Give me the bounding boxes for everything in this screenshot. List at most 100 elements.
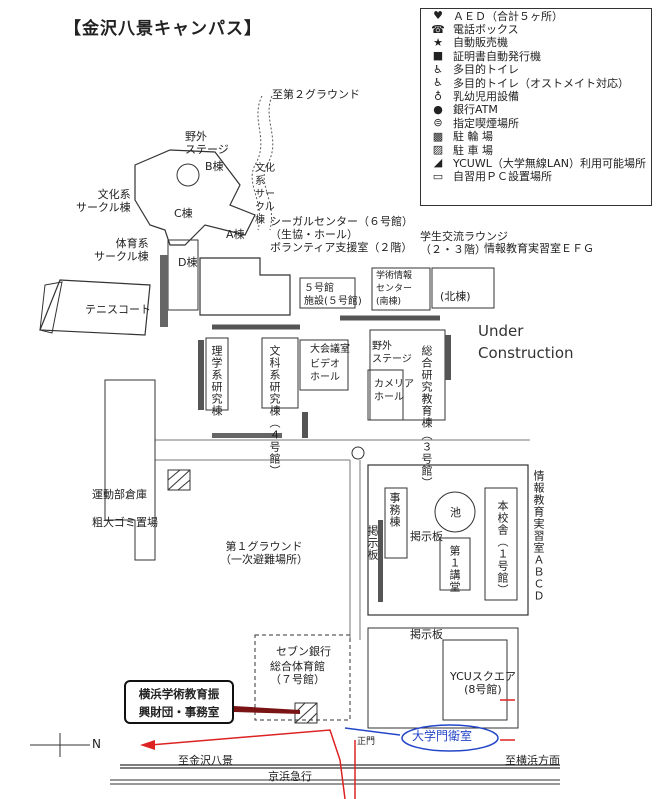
bldg5-label: ５号館 施設(５号館) bbox=[304, 283, 362, 307]
to-yokohama-label: 至横浜方面 bbox=[505, 754, 560, 767]
legend-label: 指定喫煙場所 bbox=[453, 116, 519, 130]
science-lab-label: 理学系研究棟 bbox=[210, 345, 223, 417]
legend-label: 証明書自動発行機 bbox=[453, 49, 541, 63]
ycu-square-label: YCUスクエア (8号館) bbox=[450, 670, 516, 696]
trail-path bbox=[251, 95, 263, 231]
legend-row: ★ 自動販売機 bbox=[421, 35, 651, 50]
legend-row: ▩駐 輪 場 bbox=[421, 130, 651, 144]
outdoor-stage-label: 野外 ステージ bbox=[372, 341, 412, 365]
main-building-block bbox=[367, 464, 529, 616]
legend-label: 自習用ＰＣ設置場所 bbox=[453, 170, 552, 184]
to-kanazawa-label: 至金沢八景 bbox=[178, 754, 233, 767]
north-arrow-label: N bbox=[92, 737, 101, 751]
legend-row: ◢YCUWL（大学無線LAN）利用可能場所 bbox=[421, 156, 651, 170]
stage-label: 野外 ステージ bbox=[185, 130, 229, 156]
legend-row: ♿多目的トイレ bbox=[421, 63, 651, 77]
notice-board3-label: 掲示板 bbox=[410, 628, 443, 641]
smoking-area-icon: ⊜ bbox=[433, 116, 443, 130]
info-lab-efg-label: 情報教育実習室ＥＦＧ bbox=[484, 242, 594, 255]
legend-label: YCUWL（大学無線LAN）利用可能場所 bbox=[453, 157, 646, 170]
vending-machine-icon: ★ bbox=[433, 35, 443, 49]
to-ground2-label: 至第２グラウンド bbox=[272, 88, 360, 101]
legend-row: ● 銀行ATM bbox=[421, 102, 651, 117]
info-center-label: 学術情報 センター (南棟) bbox=[376, 271, 413, 307]
keikyu-label: 京浜急行 bbox=[268, 770, 312, 783]
legend-row: ♿ 多目的トイレ（オストメイト対応） bbox=[421, 76, 651, 90]
legend-row: ☎ 電話ボックス bbox=[421, 22, 651, 37]
main-gate-label: 正門 bbox=[357, 737, 376, 747]
pc-room-icon: ▭ bbox=[432, 169, 444, 183]
upper-complex bbox=[134, 149, 256, 246]
route-arrow-right bbox=[500, 699, 515, 741]
t-marker bbox=[351, 446, 365, 460]
legend-label: 多目的トイレ bbox=[453, 63, 519, 77]
a-building-label: A棟 bbox=[226, 228, 245, 241]
d-building-label: D棟 bbox=[178, 256, 198, 269]
b-building-label: B棟 bbox=[205, 160, 224, 173]
legend-label: 自動販売機 bbox=[453, 36, 508, 50]
info-center-south bbox=[371, 267, 431, 311]
legend: ♥ＡＥＤ（合計５ヶ所）☎電話ボックス★自動販売機■証明書自動発行機♿多目的トイレ… bbox=[420, 8, 652, 206]
trail-path-2 bbox=[263, 95, 274, 231]
handwritten-gatehouse-label: 大学門衛室 bbox=[412, 729, 473, 743]
info-center-north bbox=[431, 267, 495, 309]
humanities-lab-building bbox=[261, 337, 299, 409]
seven-bank-label: セブン銀行 bbox=[276, 645, 331, 658]
baby-room-icon: ♁ bbox=[433, 89, 443, 103]
culture-circle2-label: 文化 系 サー クル 棟 bbox=[255, 163, 275, 226]
legend-row: ♁ 乳幼児用設備 bbox=[421, 89, 651, 104]
pond-label: 池 bbox=[450, 506, 461, 519]
phone-booth-icon: ☎ bbox=[431, 22, 445, 36]
legend-label: 銀行ATM bbox=[453, 103, 498, 117]
legend-label: ＡＥＤ（合計５ヶ所） bbox=[453, 9, 563, 23]
route-arrow-left bbox=[140, 740, 155, 750]
sieagle-label: シーガルセンター（６号館） （生協・ホール） ボランティア支援室（２階） bbox=[270, 215, 413, 254]
d-building bbox=[167, 239, 199, 311]
callout-arrow bbox=[234, 706, 300, 714]
under-construction-label: Under Construction bbox=[478, 322, 574, 362]
legend-row: ▨駐 車 場 bbox=[421, 143, 651, 157]
club-warehouse-label: 運動部倉庫 bbox=[92, 488, 147, 501]
sports-circle-label: 体育系 サークル棟 bbox=[94, 237, 149, 263]
ostomate-toilet-icon: ♿ bbox=[433, 76, 443, 90]
main-school-building bbox=[484, 487, 518, 601]
legend-label: 乳幼児用設備 bbox=[453, 90, 519, 104]
gatehouse-oval bbox=[401, 724, 499, 752]
notice-board2-label: 掲示板 bbox=[366, 525, 379, 561]
science-lab-building bbox=[205, 337, 229, 411]
d-strip bbox=[160, 255, 168, 327]
video-hall-label: ビデオ ホール bbox=[310, 359, 340, 383]
bldg5 bbox=[299, 277, 356, 309]
legend-row: ■ 証明書自動発行機 bbox=[421, 49, 651, 63]
legend-label: 電話ボックス bbox=[453, 23, 519, 37]
legend-row: ▭ 自習用ＰＣ設置場所 bbox=[421, 169, 651, 184]
sieagle-building bbox=[199, 257, 291, 316]
lecture-hall-1 bbox=[439, 537, 471, 591]
general-lab-label: 総合研究教育棟（３号館） bbox=[420, 345, 433, 489]
lounge-label: 学生交流ラウンジ （２・３階） bbox=[420, 230, 508, 256]
gym-label: 総合体育館 （７号館） bbox=[270, 660, 325, 686]
legend-label: 多目的トイレ（オストメイト対応） bbox=[453, 76, 629, 90]
great-hall-label: 大会議室 bbox=[310, 344, 350, 355]
car-parking-icon: ▨ bbox=[432, 143, 444, 157]
callout-text: 横浜学術教育振 興財団・事務室 bbox=[138, 687, 220, 719]
foundation-office-callout: 横浜学術教育振 興財団・事務室 bbox=[124, 680, 234, 724]
office-building bbox=[384, 487, 408, 559]
legend-label: 駐 輪 場 bbox=[453, 130, 493, 144]
route-line bbox=[149, 729, 346, 799]
stage-circle bbox=[176, 163, 200, 187]
info-lab-abcd-label: 情報教育実習室ＡＢＣＤ bbox=[532, 470, 545, 602]
camellia-hall-label: カメリア ホール bbox=[374, 379, 414, 403]
north-building-label: (北棟) bbox=[440, 290, 471, 303]
office-building-label: 事務棟 bbox=[388, 492, 401, 528]
certificate-machine-icon: ■ bbox=[432, 49, 444, 63]
south-block bbox=[367, 627, 519, 729]
tennis-court bbox=[39, 279, 151, 336]
map-title: 【金沢八景キャンパス】 bbox=[64, 19, 262, 39]
atm-icon: ● bbox=[433, 102, 443, 116]
aed-icon: ♥ bbox=[433, 9, 443, 23]
legend-row: ⊜ 指定喫煙場所 bbox=[421, 116, 651, 130]
legend-row: ♥ ＡＥＤ（合計５ヶ所） bbox=[421, 9, 651, 23]
main-building-label: 本校舎（１号館） bbox=[496, 500, 509, 596]
